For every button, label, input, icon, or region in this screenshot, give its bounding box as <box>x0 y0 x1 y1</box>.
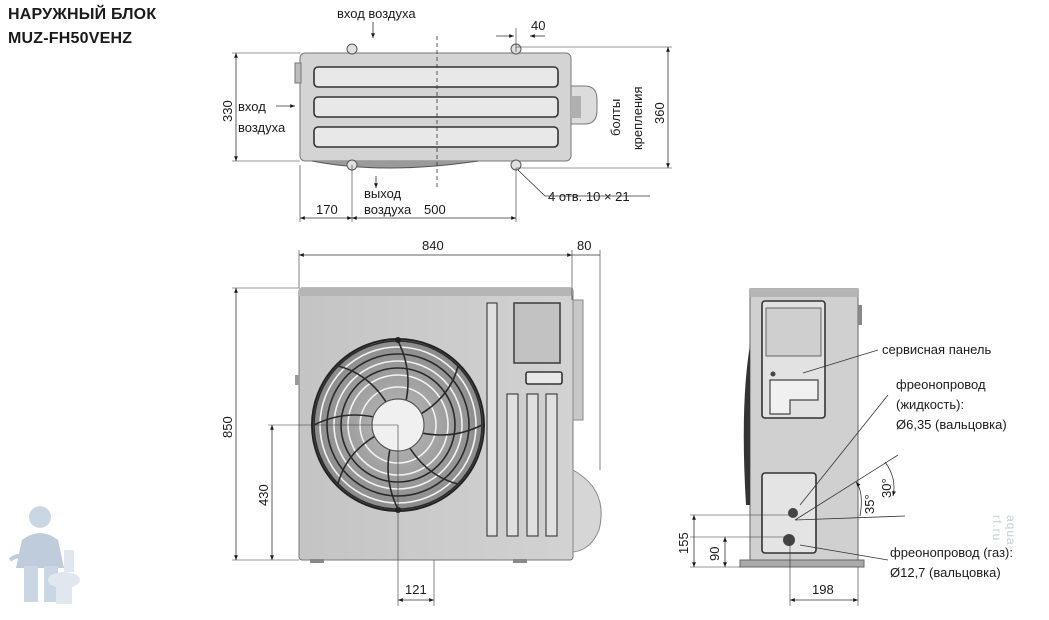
height-dimension: 850 <box>220 416 235 438</box>
offset-170-dimension: 170 <box>316 202 338 217</box>
angle-30-label: 30° <box>879 478 894 498</box>
width-dimension: 840 <box>422 238 444 253</box>
mounting-holes-label: 4 отв. 10 × 21 <box>548 189 630 204</box>
fan-center-height-dimension: 430 <box>256 484 271 506</box>
gas-line-label-2: Ø12,7 (вальцовка) <box>890 565 1001 580</box>
angle-35-label: 35° <box>862 494 877 514</box>
air-outlet-label-1: выход <box>364 186 402 201</box>
depth-dimension: 330 <box>220 100 235 122</box>
site-watermark: aqua-rf.ru <box>990 515 1018 551</box>
air-inlet-left-label-1: вход <box>238 99 266 114</box>
top-view <box>232 22 672 222</box>
valve-protrusion-dimension: 80 <box>577 238 592 253</box>
mounting-bolts-label-2: крепления <box>630 86 645 150</box>
air-inlet-top-label: вход воздуха <box>337 6 416 21</box>
depth-198-dimension: 198 <box>812 582 834 597</box>
liquid-line-label-3: Ø6,35 (вальцовка) <box>896 417 1007 432</box>
liquid-line-label-1: фреонопровод <box>896 377 986 392</box>
model-title-line1: НАРУЖНЫЙ БЛОК <box>8 6 157 23</box>
model-title-line2: MUZ-FH50VEHZ <box>8 30 133 47</box>
plumber-mascot-logo <box>8 506 80 604</box>
height-155-dimension: 155 <box>676 532 691 554</box>
front-view <box>232 250 602 606</box>
bolt-spacing-dimension: 360 <box>652 102 667 124</box>
height-90-dimension: 90 <box>707 546 722 561</box>
mounting-bolts-label-1: болты <box>608 98 623 136</box>
air-outlet-label-2: воздуха <box>364 202 412 217</box>
gas-line-label-1: фреонопровод (газ): <box>890 545 1013 560</box>
bolt-pitch-500-dimension: 500 <box>424 202 446 217</box>
side-view <box>690 288 906 606</box>
offset-121-dimension: 121 <box>405 582 427 597</box>
air-inlet-left-label-2: воздуха <box>238 120 286 135</box>
service-panel-label: сервисная панель <box>882 342 992 357</box>
bolt-offset-dimension: 40 <box>531 18 546 33</box>
liquid-line-label-2: (жидкость): <box>896 397 965 412</box>
